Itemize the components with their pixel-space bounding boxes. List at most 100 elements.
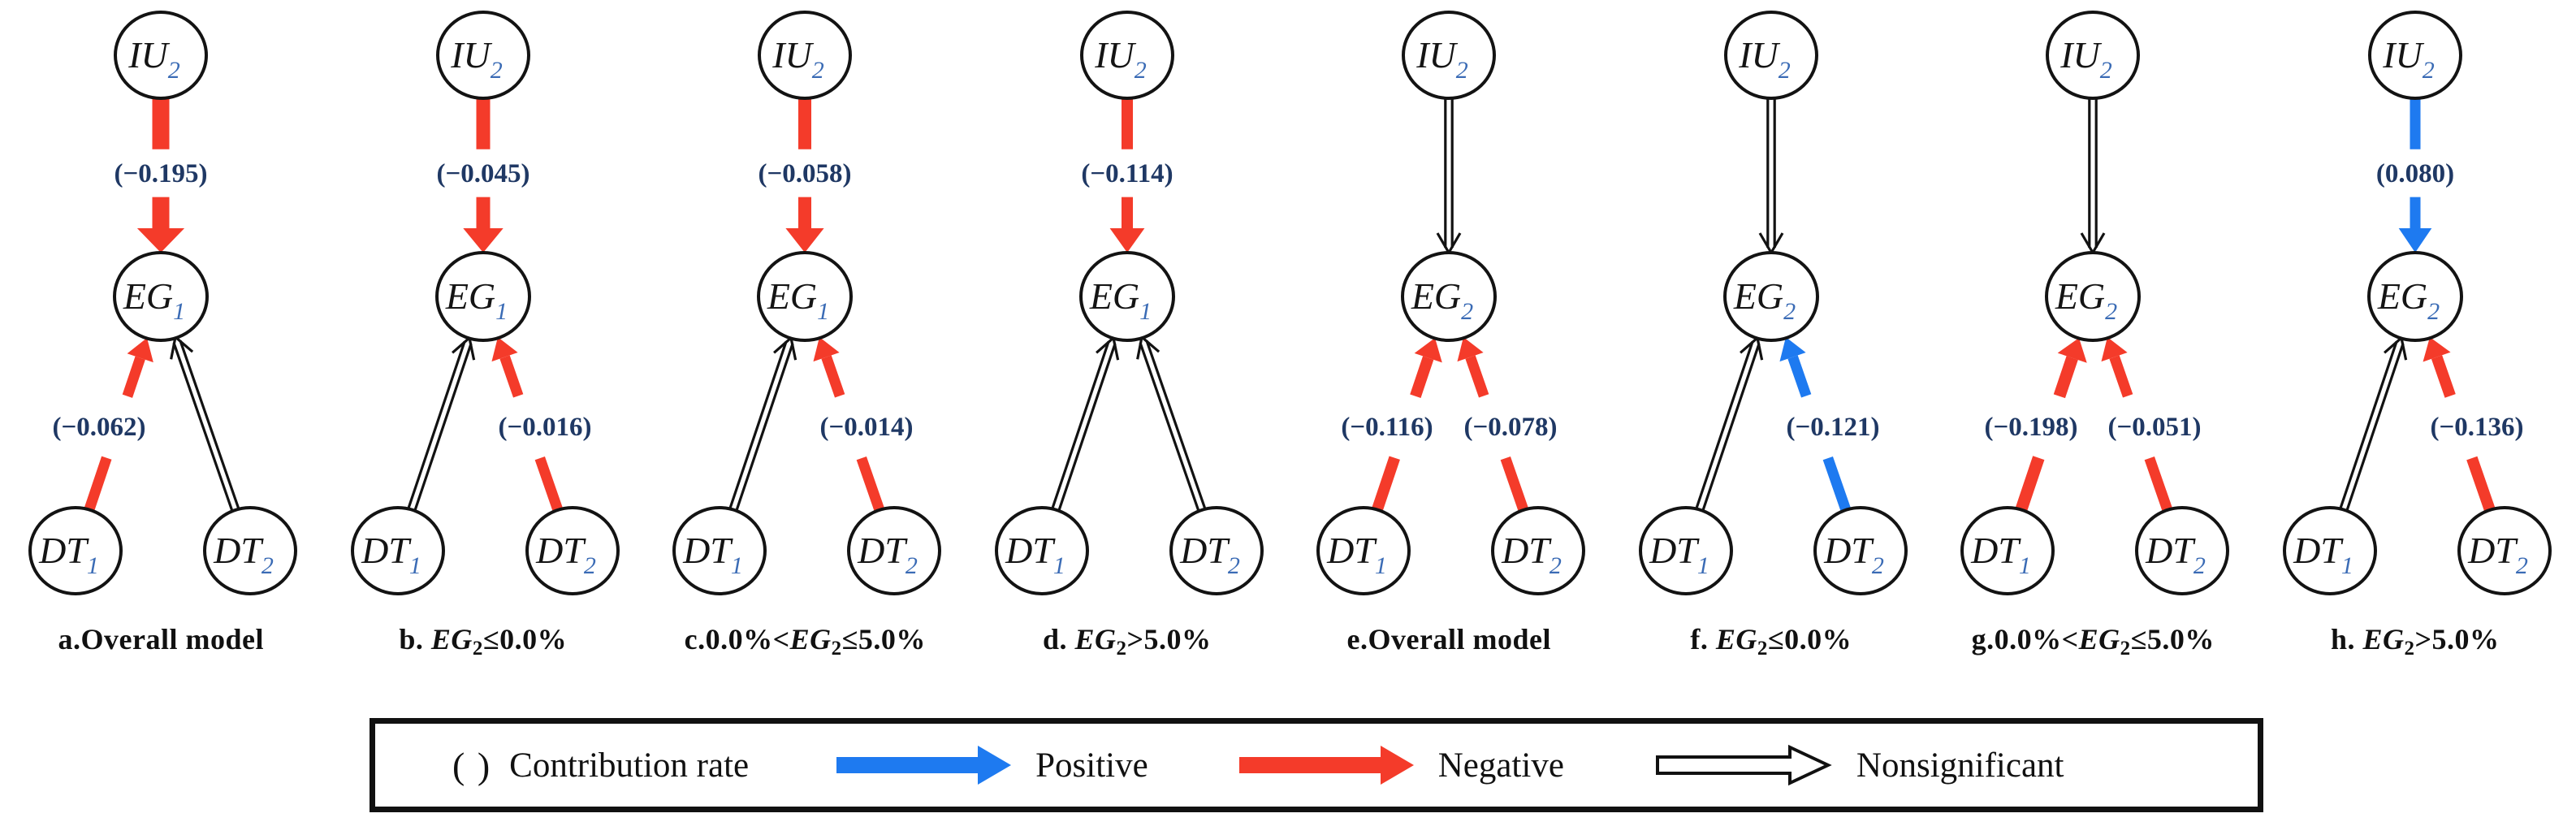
nonsignificant-arrow-icon (1655, 744, 1832, 786)
diagram-g-caption: g.0.0%<EG2≤5.0% (1932, 622, 2254, 660)
caption-part: d. (1042, 623, 1075, 655)
node-eg1 (1078, 251, 1175, 342)
node-label-dt1: DT1 (682, 530, 743, 579)
edge-dt2-to-eg (534, 456, 563, 513)
node-iu2 (114, 11, 208, 100)
node-label-iu2: IU2 (1738, 34, 1791, 84)
diagram-d-caption: d. EG2>5.0% (966, 622, 1289, 660)
contribution-rate-label: (−0.058) (758, 159, 851, 188)
edge-dt2-to-eg-arrowhead (2101, 337, 2128, 362)
edge-dt1-to-eg (413, 343, 473, 511)
node-label-iu2: IU2 (450, 34, 503, 84)
node-label-dt1: DT1 (38, 530, 99, 579)
edge-dt1-to-eg-arrowhead (127, 338, 153, 363)
diagram-f-caption: f. EG2≤0.0% (1610, 622, 1933, 660)
node-eg2 (1401, 251, 1497, 342)
edge-dt2-to-eg-arrowhead (813, 337, 840, 362)
edge-dt1-to-eg (735, 343, 794, 511)
node-label-dt1: DT1 (1649, 530, 1709, 579)
edge-dt2-to-eg (1787, 355, 1811, 398)
edge-dt1-to-eg (407, 340, 466, 509)
legend-label-positive: Positive (1035, 746, 1148, 785)
node-iu2 (1079, 11, 1174, 100)
edge-dt2-to-eg (2466, 456, 2496, 513)
node-iu2 (2046, 11, 2140, 100)
edge-iu2-to-eg-open-arrowhead (1758, 232, 1783, 256)
node-label-dt2: DT2 (535, 530, 596, 579)
node-dt1 (1316, 506, 1411, 595)
caption-part: b. (399, 623, 431, 655)
node-dt2 (525, 506, 620, 595)
caption-part: >5.0% (1126, 623, 1212, 655)
edge-dt2-to-eg (1822, 456, 1851, 513)
caption-part: >5.0% (2414, 623, 2500, 655)
caption-part: f. (1690, 623, 1716, 655)
edge-dt1-to-eg-arrowhead (1414, 338, 1442, 363)
node-dt1 (1960, 506, 2055, 595)
node-label-eg2: EG2 (2055, 275, 2117, 325)
caption-part: g.0.0%< (1971, 623, 2079, 655)
node-label-dt2: DT2 (2467, 530, 2528, 579)
node-label-eg2: EG2 (1411, 275, 1473, 325)
node-label-eg2: EG2 (1732, 275, 1795, 325)
edge-dt1-to-eg (1372, 456, 1400, 512)
edge-dt1-to-eg (1057, 343, 1117, 511)
edge-dt2-to-eg (821, 355, 845, 398)
node-label-dt1: DT1 (361, 530, 421, 579)
node-label-iu2: IU2 (1094, 34, 1147, 84)
edge-dt1-to-eg (1410, 356, 1434, 398)
legend-box: ( ) Contribution rate Positive Negative … (370, 718, 2263, 812)
edge-dt1-to-eg-arrowhead (2057, 338, 2087, 363)
node-dt2 (1169, 506, 1264, 595)
caption-part: EG (789, 623, 832, 655)
caption-part: EG (1715, 623, 1757, 655)
node-label-eg1: EG1 (767, 275, 829, 325)
edge-iu2-to-eg-arrowhead (2398, 228, 2431, 253)
edge-dt2-to-eg (179, 340, 240, 510)
contribution-rate-label: (−0.062) (52, 413, 145, 442)
parentheses-symbol: ( ) (452, 744, 492, 786)
caption-part: ≤5.0% (2130, 623, 2215, 655)
caption-part: EG (1074, 623, 1117, 655)
contribution-rate-label: (−0.016) (498, 413, 591, 442)
caption-part: ≤0.0% (482, 623, 568, 655)
legend-label-negative: Negative (1437, 746, 1564, 785)
edge-dt2-to-eg-arrowhead (2423, 337, 2451, 362)
caption-part: EG (2362, 623, 2405, 655)
contribution-rate-label: (−0.198) (1984, 413, 2077, 442)
edge-dt1-to-eg (1051, 340, 1110, 509)
node-dt1 (994, 506, 1089, 595)
edge-dt2-to-eg (2109, 355, 2133, 398)
node-eg1 (757, 251, 853, 342)
diagram-a-caption: a.Overall model (0, 622, 322, 656)
node-eg2 (2366, 251, 2463, 342)
contribution-rate-label: (−0.014) (819, 413, 913, 442)
node-iu2 (1723, 11, 1818, 100)
node-label-iu2: IU2 (772, 34, 824, 84)
caption-part: ≤5.0% (841, 623, 926, 655)
contribution-rate-label: (−0.114) (1081, 159, 1173, 188)
edge-dt2-to-eg (1500, 456, 1529, 513)
edge-dt2-to-eg (1144, 340, 1206, 510)
node-label-dt1: DT1 (1326, 530, 1387, 579)
node-label-dt2: DT2 (1179, 530, 1240, 579)
node-dt2 (2457, 506, 2552, 595)
node-dt1 (28, 506, 123, 595)
contribution-rate-label: (0.080) (2375, 159, 2453, 188)
legend-label-nonsignificant: Nonsignificant (1856, 746, 2064, 785)
node-label-eg1: EG1 (123, 275, 185, 325)
node-label-eg2: EG2 (2376, 275, 2439, 325)
node-iu2 (758, 11, 852, 100)
